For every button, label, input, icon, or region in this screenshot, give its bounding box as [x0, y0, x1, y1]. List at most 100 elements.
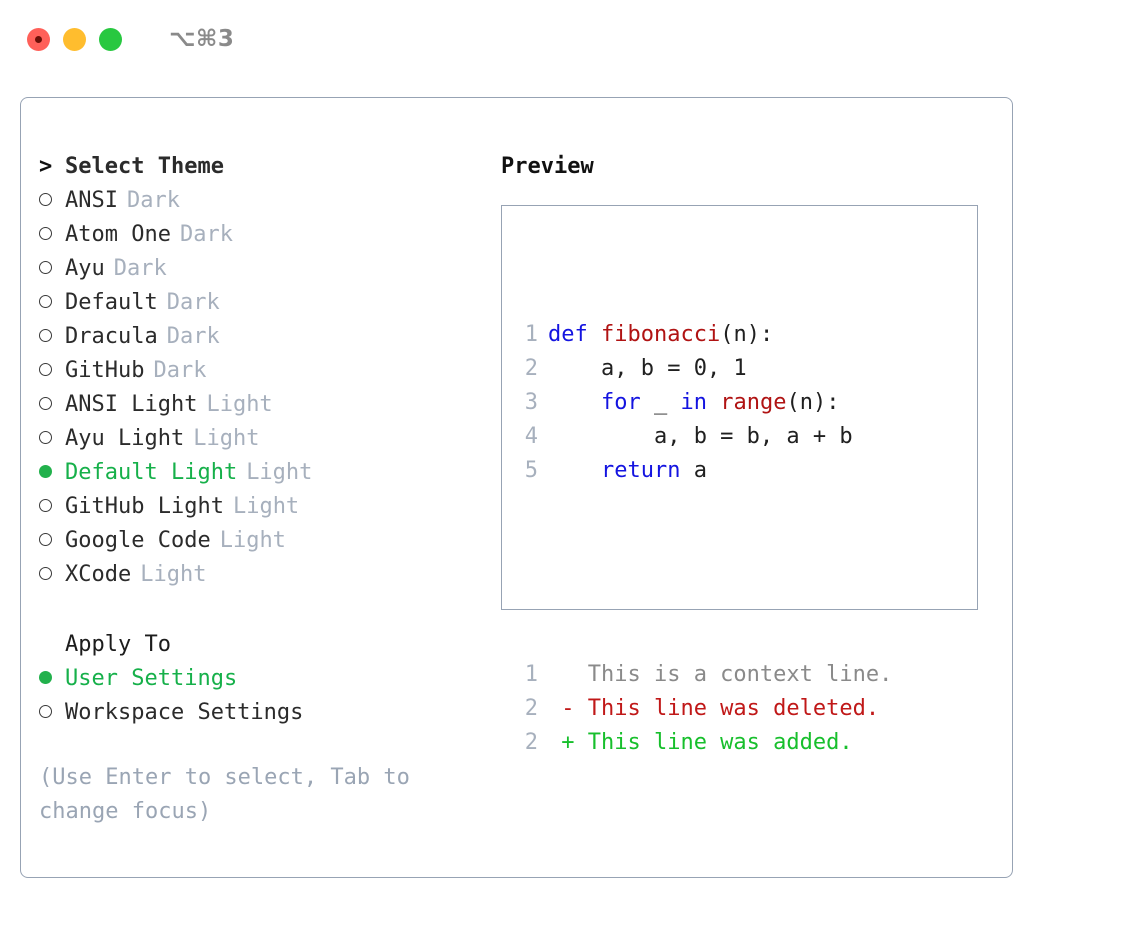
bullet-glyph: [39, 705, 52, 718]
theme-option-variant: Dark: [166, 290, 220, 315]
preview-header-label: Preview: [501, 154, 594, 179]
theme-option-0[interactable]: ANSI Dark: [39, 184, 489, 218]
bullet-glyph: [39, 465, 52, 478]
theme-option-variant: Dark: [153, 358, 207, 383]
radio-unselected-icon: [39, 422, 65, 456]
theme-option-label: GitHub Light: [65, 494, 224, 519]
bullet-glyph: [39, 363, 52, 376]
bullet-glyph: [39, 397, 52, 410]
radio-unselected-icon: [39, 320, 65, 354]
code-line-number: 3: [524, 390, 538, 415]
bullet-glyph: [39, 193, 52, 206]
radio-unselected-icon: [39, 286, 65, 320]
code-token-plain: [548, 386, 601, 420]
bullet-glyph: [39, 261, 52, 274]
radio-unselected-icon: [39, 696, 65, 730]
radio-unselected-icon: [39, 558, 65, 592]
diff-line-1: 2 - This line was deleted.: [516, 692, 892, 726]
radio-unselected-icon: [39, 388, 65, 422]
apply-to-option-0[interactable]: User Settings: [39, 662, 489, 696]
theme-option-label: ANSI: [65, 188, 118, 213]
code-token-plain: [707, 386, 720, 420]
theme-option-label: Ayu Light: [65, 426, 185, 451]
apply-to-option-label: User Settings: [65, 666, 238, 691]
apply-to-option-1[interactable]: Workspace Settings: [39, 696, 489, 730]
theme-option-5[interactable]: GitHub Dark: [39, 354, 489, 388]
bullet-glyph: [39, 295, 52, 308]
radio-unselected-icon: [39, 490, 65, 524]
bullet-glyph: [39, 567, 52, 580]
theme-option-label: Atom One: [65, 222, 171, 247]
theme-option-4[interactable]: Dracula Dark: [39, 320, 489, 354]
code-line-number: 2: [524, 356, 538, 381]
theme-option-2[interactable]: Ayu Dark: [39, 252, 489, 286]
code-token-kw: def: [548, 322, 601, 347]
theme-option-label: Google Code: [65, 528, 211, 553]
diff-line-number: 2: [524, 730, 538, 755]
bullet-glyph: [39, 533, 52, 546]
radio-unselected-icon: [39, 218, 65, 252]
theme-option-label: Default: [65, 290, 158, 315]
theme-option-variant: Light: [206, 392, 273, 417]
bullet-glyph: [39, 431, 52, 444]
bullet-glyph: [39, 227, 52, 240]
theme-option-8[interactable]: Default Light Light: [39, 456, 489, 490]
theme-option-variant: Light: [193, 426, 260, 451]
code-line-3: 4 a, b = b, a + b: [516, 420, 892, 454]
radio-unselected-icon: [39, 354, 65, 388]
code-token-fn: range: [720, 390, 787, 415]
diff-line-number: 2: [524, 696, 538, 721]
diff-line-text-add: + This line was added.: [548, 730, 853, 755]
theme-option-label: Dracula: [65, 324, 158, 349]
diff-line-2: 2 + This line was added.: [516, 726, 892, 760]
theme-option-variant: Light: [219, 528, 286, 553]
theme-option-variant: Dark: [166, 324, 220, 349]
code-line-number: 1: [524, 322, 538, 347]
diff-line-number: 1: [524, 662, 538, 687]
bullet-glyph: [39, 671, 52, 684]
code-token-plain: a, b = 0, 1: [548, 356, 747, 381]
theme-option-9[interactable]: GitHub Light Light: [39, 490, 489, 524]
theme-option-10[interactable]: Google Code Light: [39, 524, 489, 558]
code-token-plain: a, b = b, a + b: [548, 424, 853, 449]
radio-selected-icon: [39, 662, 65, 696]
diff-line-text-del: - This line was deleted.: [548, 696, 880, 721]
theme-option-variant: Light: [246, 460, 313, 485]
theme-option-7[interactable]: Ayu Light Light: [39, 422, 489, 456]
minimize-window-button[interactable]: [63, 27, 86, 51]
radio-unselected-icon: [39, 184, 65, 218]
theme-option-variant: Dark: [113, 256, 167, 281]
apply-to-option-label: Workspace Settings: [65, 700, 304, 725]
traffic-lights: [27, 27, 122, 51]
code-token-plain: _: [640, 390, 681, 415]
code-line-2: 3 for _ in range(n):: [516, 386, 892, 420]
code-line-4: 5 return a: [516, 454, 892, 488]
theme-option-variant: Light: [232, 494, 300, 519]
close-window-button[interactable]: [27, 27, 50, 51]
select-theme-header-label: Select Theme: [65, 154, 224, 179]
theme-option-3[interactable]: Default Dark: [39, 286, 489, 320]
theme-option-label: Default Light: [65, 460, 238, 485]
window-title-shortcut: ⌥⌘3: [169, 26, 235, 52]
apply-to-header: Apply To: [39, 628, 489, 662]
theme-option-label: GitHub: [65, 358, 145, 383]
section-spacer: [39, 592, 489, 628]
theme-option-variant: Dark: [126, 188, 180, 213]
theme-option-label: Ayu: [65, 256, 105, 281]
code-blank-line: [516, 556, 892, 590]
maximize-window-button[interactable]: [99, 27, 122, 51]
code-token-plain: a: [680, 458, 707, 483]
code-line-number: 5: [524, 458, 538, 483]
code-line-1: 2 a, b = 0, 1: [516, 352, 892, 386]
code-token-plain: [548, 454, 601, 488]
